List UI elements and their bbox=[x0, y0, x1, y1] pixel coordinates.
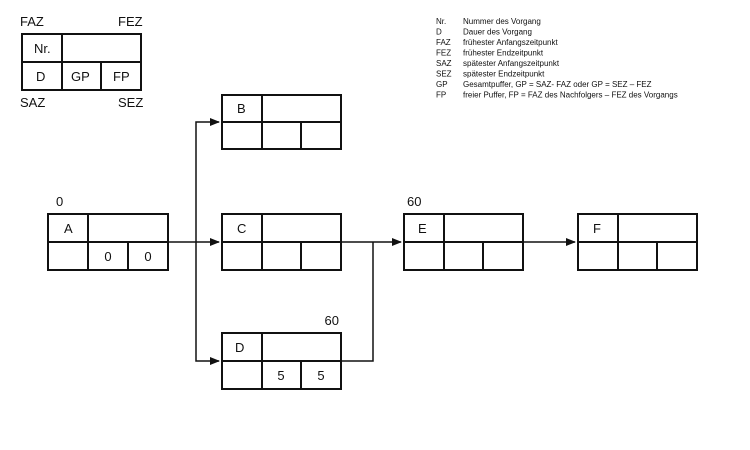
node-gp: 5 bbox=[277, 368, 284, 383]
node-b: B bbox=[221, 94, 342, 150]
legend-cell-nr: Nr. bbox=[34, 41, 51, 56]
legend-fez-label: FEZ bbox=[118, 14, 143, 29]
legend-box: FAZ FEZ Nr. D GP FP SAZ SEZ bbox=[20, 14, 143, 110]
abbr-desc: Gesamtpuffer, GP = SAZ- FAZ oder GP = SE… bbox=[463, 80, 652, 89]
node-faz: 0 bbox=[56, 194, 63, 209]
node-name: B bbox=[237, 101, 246, 116]
node-f: F bbox=[577, 213, 698, 271]
node-faz: 60 bbox=[407, 194, 421, 209]
abbr-desc: freier Puffer, FP = FAZ des Nachfolgers … bbox=[463, 91, 678, 100]
abbr-desc: Dauer des Vorgang bbox=[463, 28, 532, 37]
node-e: 60 E bbox=[403, 194, 524, 271]
legend-cell-gp: GP bbox=[71, 69, 90, 84]
abbr-key: Nr. bbox=[436, 17, 446, 26]
node-c: C bbox=[221, 213, 342, 271]
edge-a-b bbox=[168, 118, 220, 243]
node-name: E bbox=[418, 221, 427, 236]
node-name: F bbox=[593, 221, 601, 236]
legend-saz-label: SAZ bbox=[20, 95, 45, 110]
node-a: 0 A 0 0 bbox=[47, 194, 169, 271]
abbr-key: GP bbox=[436, 80, 448, 89]
abbr-desc: Nummer des Vorgang bbox=[463, 17, 541, 26]
node-gp: 0 bbox=[104, 249, 111, 264]
abbr-desc: frühester Anfangszeitpunkt bbox=[463, 38, 559, 47]
node-fp: 5 bbox=[317, 368, 324, 383]
abbr-desc: spätester Endzeitpunkt bbox=[463, 70, 545, 79]
abbr-key: SEZ bbox=[436, 70, 452, 79]
node-name: A bbox=[64, 221, 73, 236]
abbr-desc: frühester Endzeitpunkt bbox=[463, 49, 544, 58]
abbr-key: FP bbox=[436, 91, 446, 100]
edge-d-e bbox=[341, 242, 374, 362]
abbr-key: FAZ bbox=[436, 38, 451, 47]
node-name: D bbox=[235, 340, 244, 355]
abbr-desc: spätester Anfangszeitpunkt bbox=[463, 59, 560, 68]
abbr-key: FEZ bbox=[436, 49, 451, 58]
edge-a-d bbox=[195, 242, 220, 365]
abbr-key: D bbox=[436, 28, 442, 37]
legend-faz-label: FAZ bbox=[20, 14, 44, 29]
abbr-key: SAZ bbox=[436, 59, 452, 68]
node-name: C bbox=[237, 221, 246, 236]
node-fez: 60 bbox=[325, 313, 339, 328]
node-fp: 0 bbox=[144, 249, 151, 264]
connectors bbox=[168, 118, 576, 365]
legend-cell-fp: FP bbox=[113, 69, 130, 84]
legend-sez-label: SEZ bbox=[118, 95, 143, 110]
abbreviation-list: Nr. Nummer des Vorgang D Dauer des Vorga… bbox=[436, 17, 678, 100]
legend-cell-d: D bbox=[36, 69, 45, 84]
node-d: 60 D 5 5 bbox=[221, 313, 342, 390]
